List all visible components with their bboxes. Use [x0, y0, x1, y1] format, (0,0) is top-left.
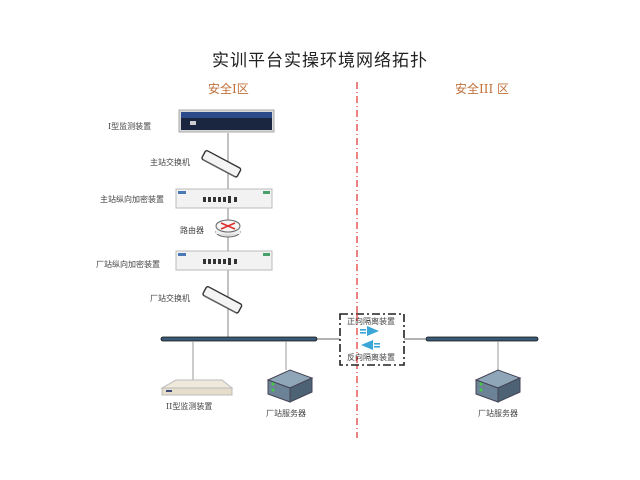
master-switch-device — [201, 150, 242, 178]
isolation-group-box — [339, 313, 405, 366]
left-network-bus — [160, 336, 318, 342]
zone-label-left: 安全I区 — [208, 82, 249, 96]
label-forward-isolation: 正向隔离装置 — [347, 317, 395, 326]
label-type2-monitor: II型监测装置 — [166, 402, 213, 411]
plant-encrypt-device — [175, 250, 273, 271]
plant-server-left-device — [266, 369, 314, 403]
label-reverse-isolation: 反向隔离装置 — [347, 353, 395, 362]
label-master-switch: 主站交换机 — [150, 158, 190, 167]
zone-label-right: 安全III 区 — [455, 82, 510, 96]
label-plant-server-left: 厂站服务器 — [266, 409, 306, 418]
label-router: 路由器 — [180, 226, 204, 235]
label-master-encrypt: 主站纵向加密装置 — [100, 195, 164, 204]
type2-monitor-device — [160, 379, 234, 396]
label-plant-encrypt: 厂站纵向加密装置 — [96, 260, 160, 269]
master-encrypt-device — [175, 188, 273, 209]
diagram-title: 实训平台实操环境网络拓扑 — [212, 51, 428, 71]
router-device — [215, 219, 241, 238]
label-plant-server-right: 厂站服务器 — [478, 409, 518, 418]
label-type1-monitor: I型监测装置 — [108, 122, 152, 131]
reverse-arrow-icon — [361, 340, 380, 350]
forward-arrow-icon — [360, 326, 379, 336]
label-plant-switch: 厂站交换机 — [150, 294, 190, 303]
right-network-bus — [425, 336, 539, 342]
plant-switch-device — [202, 286, 243, 314]
plant-server-right-device — [474, 369, 522, 403]
type1-monitor-device — [178, 109, 275, 133]
